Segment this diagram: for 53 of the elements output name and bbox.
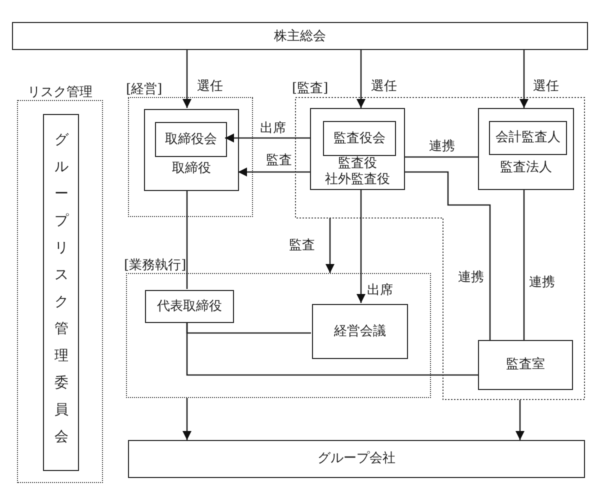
node-label: 社外監査役 (324, 172, 391, 188)
connector-line (405, 156, 478, 158)
arrow (520, 50, 528, 108)
connector-line (405, 171, 491, 340)
node-label: 監査役会 (332, 131, 386, 147)
node-label: 会計監査人 (494, 130, 562, 146)
process-box (312, 304, 408, 359)
region-heading: [業務執行] (124, 257, 186, 274)
arrow (182, 398, 192, 440)
node-label: 監査役 (337, 156, 378, 172)
process-box (145, 290, 234, 323)
process-box (12, 22, 588, 50)
edge-label: 選任 (532, 79, 560, 94)
board-box (144, 109, 239, 191)
process-box (489, 121, 567, 155)
node-label: グループ会社 (316, 451, 396, 467)
node-label: 監査室 (505, 357, 546, 373)
process-box (155, 122, 227, 157)
audit-firm-box (478, 108, 574, 190)
node-label: 取締役会 (164, 132, 218, 148)
process-box (478, 340, 573, 390)
region-heading: [経営] (126, 81, 162, 98)
connector-line (523, 190, 525, 340)
node-label: 取締役 (171, 161, 212, 177)
edge-label: 出席 (259, 121, 287, 136)
edge-label: 選任 (196, 79, 224, 94)
auditor-box (310, 108, 405, 190)
edge-label: 選任 (370, 79, 398, 94)
edge-label: 連携 (428, 139, 456, 154)
node-label: 代表取締役 (156, 299, 223, 315)
edge-label: 連携 (457, 270, 485, 285)
process-box (323, 121, 396, 156)
edge-label: 連携 (528, 275, 556, 290)
region-heading: リスク管理 (26, 84, 94, 101)
arrow (356, 190, 366, 303)
process-box (128, 440, 585, 478)
arrow (225, 134, 310, 142)
committee-box (43, 114, 79, 471)
edge-label: 監査 (265, 153, 293, 168)
node-label: 経営会議 (333, 324, 387, 340)
edge-label: 監査 (288, 238, 316, 253)
arrow (356, 50, 366, 108)
arrow (238, 168, 310, 176)
edge-label: 出席 (366, 283, 394, 298)
arrow (182, 50, 192, 108)
arrow (326, 218, 334, 273)
arrow (516, 400, 524, 440)
node-label: グループリスク管理委員会 (54, 131, 69, 447)
node-label: 監査法人 (499, 160, 553, 176)
connector-line (186, 322, 478, 376)
connector-line (186, 190, 188, 289)
node-label: 株主総会 (273, 29, 327, 45)
region-heading: [監査] (292, 80, 328, 97)
